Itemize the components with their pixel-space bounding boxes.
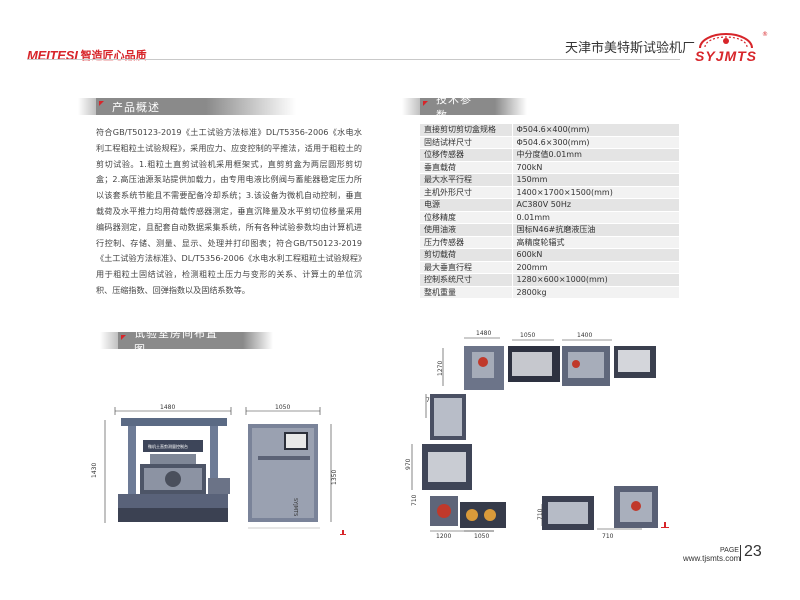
spec-value: Φ504.6×300(mm) xyxy=(512,136,679,149)
spec-value: 2800kg xyxy=(512,286,679,299)
spec-key: 最大水平行程 xyxy=(420,173,513,187)
section-tab-overview: 产品概述 xyxy=(78,98,296,115)
logo-text: SYJMTS xyxy=(694,48,757,64)
spec-value: 600kN xyxy=(512,248,679,262)
header-divider xyxy=(27,59,680,60)
spec-value: 700kN xyxy=(512,161,679,174)
plan-dim-1270: 1270 xyxy=(437,361,444,376)
spec-key: 位移传感器 xyxy=(420,148,513,162)
plan-dim-1050: 1050 xyxy=(520,332,535,339)
corner-marker-icon xyxy=(99,101,104,106)
brand-banner: MEITESI 智造匠心品质 xyxy=(27,45,147,65)
spec-value: 1280×600×1000(mm) xyxy=(512,273,679,287)
params-title: 技术参数 xyxy=(436,92,472,122)
spec-row: 压力传感器高精度轮辐式 xyxy=(420,236,679,249)
overview-description: 符合GB/T50123-2019《土工试验方法标准》DL/T5356-2006《… xyxy=(96,127,362,295)
spec-value: 国标N46#抗磨液压油 xyxy=(512,223,679,237)
registered-mark: ® xyxy=(762,31,768,38)
plan-dim-1200: 1200 xyxy=(436,533,451,540)
brand-name: MEITESI xyxy=(27,47,78,63)
corner-marker-icon xyxy=(423,101,428,106)
plan-dim-970: 970 xyxy=(405,458,412,470)
spec-key: 位移精度 xyxy=(420,211,513,224)
spec-value: 中分度值0.01mm xyxy=(512,148,679,162)
machine-elevation-drawing: 1480 1430 微机土直剪测量控制台 1050 1350 SYJMTS xyxy=(91,404,346,535)
section-tab-layout: 试验室房间布置图 xyxy=(100,327,273,356)
company-name: 天津市美特斯试验机厂 xyxy=(565,41,696,56)
spec-row: 位移传感器中分度值0.01mm xyxy=(420,148,679,162)
spec-value: Φ504.6×400(mm) xyxy=(512,124,679,137)
plan-dim-710e: 710 xyxy=(602,533,614,540)
footer-page-number: 23 xyxy=(744,543,762,560)
plan-dim-1400: 1400 xyxy=(577,332,592,339)
spec-key: 使用油液 xyxy=(420,223,513,237)
dim-side-height: 1350 xyxy=(331,470,338,485)
footer-url: www.tjsmts.com xyxy=(683,554,741,563)
footer-separator xyxy=(740,545,741,561)
spec-key: 剪切载荷 xyxy=(420,248,513,262)
cabinet-label: 微机土直剪测量控制台 xyxy=(148,443,188,449)
overview-title: 产品概述 xyxy=(112,100,160,114)
spec-key: 整机重量 xyxy=(420,286,513,299)
section-tab-params: 技术参数 xyxy=(402,93,527,122)
spec-value: 150mm xyxy=(512,173,679,187)
floor-plan-drawing: 1480 1050 1400 710 1270 710 970 710 1200… xyxy=(405,330,669,540)
spec-value: 200mm xyxy=(512,261,679,274)
spec-key: 主机外形尺寸 xyxy=(420,186,513,199)
side-brand-label: SYJMTS xyxy=(292,498,298,516)
plan-dim-1480: 1480 xyxy=(476,330,491,337)
corner-marker-icon xyxy=(121,335,126,340)
dim-front-height: 1430 xyxy=(91,463,98,478)
plan-dim-710d: 710 xyxy=(537,508,544,520)
plan-dim-710c: 710 xyxy=(411,494,418,506)
layout-title: 试验室房间布置图 xyxy=(134,326,218,356)
logo-emblem-icon: ® xyxy=(699,31,768,49)
spec-key: 电源 xyxy=(420,198,513,212)
dim-side-width: 1050 xyxy=(275,404,290,411)
plan-dim-1050b: 1050 xyxy=(474,533,489,540)
spec-value: AC380V 50Hz xyxy=(512,198,679,212)
spec-row: 使用油液国标N46#抗磨液压油 xyxy=(420,223,679,237)
spec-key: 直接剪切剪切盒规格 xyxy=(420,124,513,137)
footer-page-label: PAGE xyxy=(720,547,739,554)
spec-key: 垂直载荷 xyxy=(420,161,513,174)
brand-slogan: 智造匠心品质 xyxy=(80,49,147,62)
company-logo: ® SYJMTS xyxy=(680,28,772,68)
spec-key: 最大垂直行程 xyxy=(420,261,513,274)
spec-value: 高精度轮辐式 xyxy=(512,236,679,249)
spec-value: 0.01mm xyxy=(512,211,679,224)
spec-key: 固结试样尺寸 xyxy=(420,136,513,149)
spec-key: 压力传感器 xyxy=(420,236,513,249)
spec-value: 1400×1700×1500(mm) xyxy=(512,186,679,199)
dim-front-width: 1480 xyxy=(160,404,175,411)
spec-key: 控制系统尺寸 xyxy=(420,273,513,287)
